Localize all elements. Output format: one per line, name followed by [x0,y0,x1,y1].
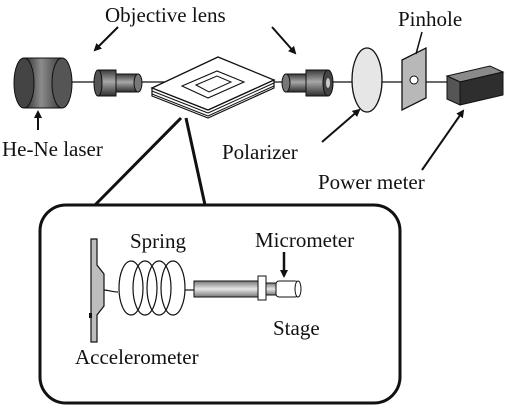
arrow-polarizer [321,108,361,143]
arrow-objective-lens-right [271,26,297,55]
label-stage: Stage [273,316,320,340]
callout-line-right [184,117,207,206]
label-spring: Spring [130,229,187,253]
callout-line-left [93,116,183,207]
label-accelerometer: Accelerometer [75,345,199,369]
micrometer-stage [193,275,302,301]
label-polarizer: Polarizer [222,140,298,164]
objective-lens-left [93,69,143,97]
detail-callout-box [38,203,402,405]
arrow-objective-lens-left [93,26,119,52]
arrow-power-meter [421,109,465,171]
label-objective-lens: Objective lens [105,3,226,27]
label-power-meter: Power meter [318,170,425,194]
label-micrometer: Micrometer [255,228,354,252]
spring [103,260,195,316]
objective-lens-right [281,69,334,97]
polarizer [351,47,383,113]
pinhole [401,46,427,112]
pointer-pinhole [415,31,423,55]
he-ne-laser [13,57,73,109]
sample-stage-stack [150,56,276,119]
power-meter [445,65,505,106]
accelerometer [89,238,105,343]
label-pinhole: Pinhole [398,7,462,31]
label-he-ne-laser: He-Ne laser [2,137,103,161]
